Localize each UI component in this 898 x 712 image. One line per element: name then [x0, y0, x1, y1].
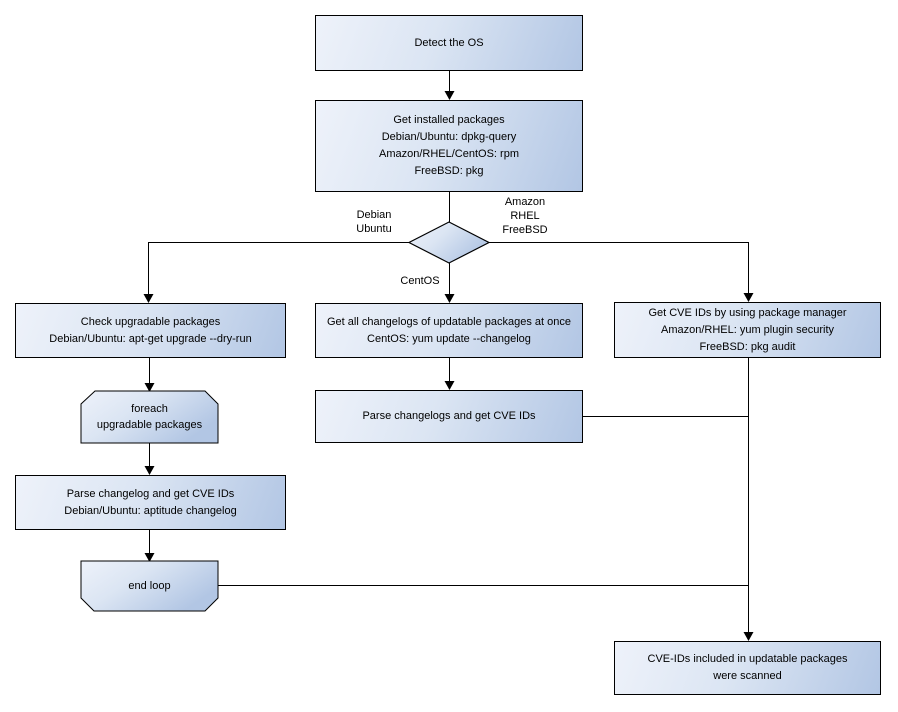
node-detect-os: Detect the OS	[315, 15, 583, 71]
node-parse-changelogs-centos: Parse changelogs and get CVE IDs	[315, 390, 583, 443]
branch-label-amazon-rhel-freebsd: Amazon RHEL FreeBSD	[502, 196, 548, 236]
os-decision-diamond	[407, 221, 491, 264]
arrowhead	[144, 466, 155, 475]
node-get-installed-packages: Get installed packages Debian/Ubuntu: dp…	[315, 100, 583, 192]
node-get-cve-pkg-manager: Get CVE IDs by using package manager Ama…	[614, 302, 881, 358]
arrowhead	[444, 381, 455, 390]
branch-label-debian-ubuntu: Debian Ubuntu	[356, 209, 392, 235]
connector-diamond-right	[489, 242, 749, 294]
foreach-loop-shape	[80, 390, 219, 444]
end-loop-shape	[80, 560, 219, 612]
arrowhead	[743, 293, 754, 302]
node-check-upgradable-packages: Check upgradable packages Debian/Ubuntu:…	[15, 303, 286, 358]
arrowhead	[144, 553, 155, 562]
arrowhead	[143, 294, 154, 303]
arrowhead	[444, 294, 455, 303]
arrowhead	[743, 632, 754, 641]
node-parse-changelog-deb: Parse changelog and get CVE IDs Debian/U…	[15, 475, 286, 530]
arrowhead	[444, 91, 455, 100]
node-scan-result: CVE-IDs included in updatable packages w…	[614, 641, 881, 695]
arrowhead	[144, 383, 155, 392]
connector-diamond-left	[148, 242, 409, 295]
node-get-all-changelogs: Get all changelogs of updatable packages…	[315, 303, 583, 358]
branch-label-centos: CentOS	[400, 275, 440, 287]
